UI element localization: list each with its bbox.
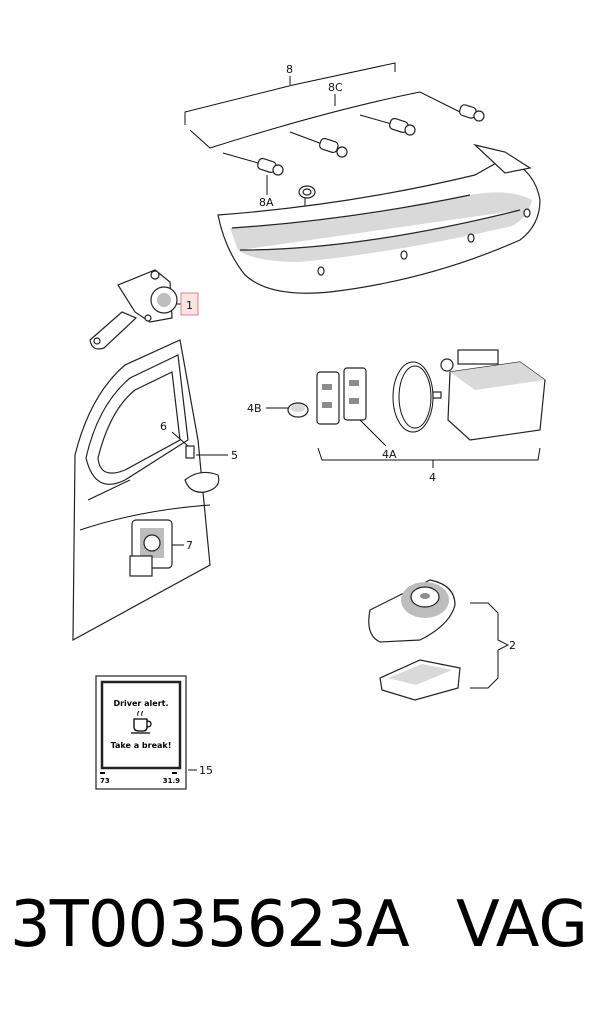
interior-kit: 4B 4A 4 — [247, 349, 546, 484]
cable-coil — [392, 361, 442, 433]
control-module — [440, 349, 546, 441]
sensor-8c-2 — [389, 117, 416, 136]
cover-4b — [287, 402, 309, 418]
callout-8a: 8A — [259, 196, 274, 209]
callout-4: 4 — [429, 471, 436, 484]
door-handle-camera: 1 — [89, 269, 199, 350]
sensor-8c-3 — [458, 104, 485, 122]
window-motor — [129, 519, 173, 577]
door-panel: 6 5 7 — [72, 339, 238, 642]
callout-5: 5 — [231, 449, 238, 462]
key-fob-set: 2 — [368, 579, 516, 701]
alert-line-2: Take a break! — [111, 741, 172, 750]
callout-4a: 4A — [382, 448, 397, 461]
coffee-cup-icon — [131, 710, 152, 734]
callout-15: 15 — [199, 764, 213, 777]
brand-name: VAG — [456, 888, 588, 962]
parking-sensor-group: 8 8C 8A 8B — [184, 62, 485, 229]
callout-6: 6 — [160, 420, 167, 433]
key-fob-case — [379, 659, 461, 701]
callout-8c: 8C — [328, 81, 343, 94]
bracket-4a-2 — [343, 367, 367, 421]
sensor-8c-1 — [319, 137, 348, 158]
callout-4b: 4B — [247, 402, 262, 415]
display-right-value: 31.9 — [163, 777, 180, 785]
alert-line-1: Driver alert. — [113, 699, 168, 708]
callout-7: 7 — [186, 539, 193, 552]
display-left-value: 73 — [100, 777, 110, 785]
bracket-4a-1 — [316, 371, 340, 425]
highlight-box — [180, 292, 199, 316]
retainer-8b — [298, 185, 316, 199]
driver-alert-display: Driver alert. Take a break! 73 31.9 15 — [95, 675, 213, 790]
callout-2: 2 — [509, 639, 516, 652]
part-number: 3T0035623A — [10, 888, 410, 962]
sensor-8a — [257, 157, 284, 176]
callout-1: 1 — [186, 299, 193, 312]
key-fob-base — [368, 579, 456, 643]
rear-bumper — [217, 143, 541, 294]
callout-8: 8 — [286, 63, 293, 76]
